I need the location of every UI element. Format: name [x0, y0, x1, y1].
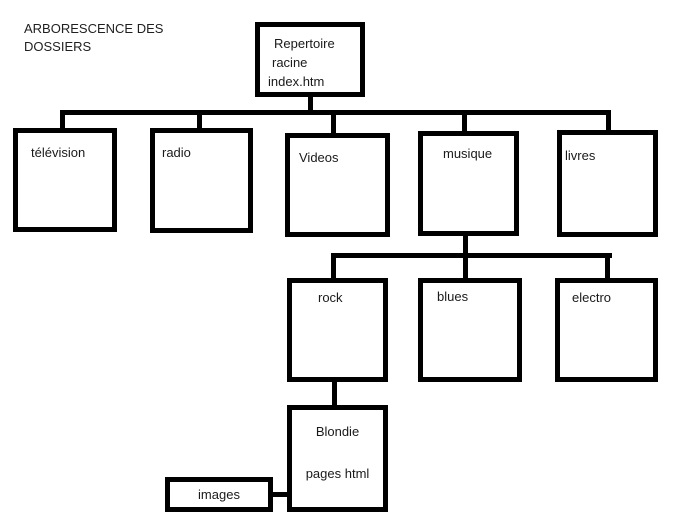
connector-stub-videos [331, 112, 336, 135]
connector-stub-livres [606, 110, 611, 132]
connector-stub-rock [331, 255, 336, 280]
diagram-title-line1: ARBORESCENCE DES [24, 21, 164, 36]
node-videos-label: Videos [299, 150, 339, 165]
connector-stub-television [60, 112, 65, 130]
node-blues-box: blues [418, 278, 522, 382]
node-rock-label: rock [318, 290, 343, 305]
node-root-label-line3: index.htm [268, 74, 325, 89]
node-blondie-box: Blondie pages html [287, 405, 388, 512]
node-musique-box: musique [418, 131, 519, 236]
node-videos-box: Videos [285, 133, 390, 237]
diagram-title: ARBORESCENCE DES DOSSIERS [24, 20, 163, 56]
connector-stub-radio [197, 112, 202, 130]
node-root-box: Repertoire racine index.htm [255, 22, 365, 97]
node-radio-label: radio [162, 145, 191, 160]
connector-musique-down-stub [463, 234, 468, 256]
node-blondie-label-line1: Blondie [315, 424, 360, 439]
connector-root-stub [308, 95, 313, 112]
node-rock-box: rock [287, 278, 388, 382]
connector-stub-blues [463, 255, 468, 280]
node-images-label: images [198, 487, 240, 502]
node-blondie-label-line2: pages html [305, 466, 370, 481]
node-radio-box: radio [150, 128, 253, 233]
connector-rock-down-stub [332, 380, 337, 407]
node-electro-box: electro [555, 278, 658, 382]
node-television-label: télévision [31, 145, 86, 160]
node-root-label-line2: racine [272, 55, 308, 70]
node-electro-label: electro [572, 290, 612, 305]
node-root-label-line1: Repertoire [274, 36, 335, 51]
node-images-box: images [165, 477, 273, 512]
connector-images-blondie [271, 492, 289, 497]
node-livres-label: livres [565, 148, 596, 163]
diagram-title-line2: DOSSIERS [24, 39, 92, 54]
node-musique-label: musique [443, 146, 493, 161]
node-livres-box: livres [557, 130, 658, 237]
connector-stub-musique [462, 112, 467, 133]
node-blues-label: blues [437, 289, 469, 304]
connector-level2-bus [331, 253, 612, 258]
node-television-box: télévision [13, 128, 117, 232]
connector-stub-electro [605, 253, 610, 280]
